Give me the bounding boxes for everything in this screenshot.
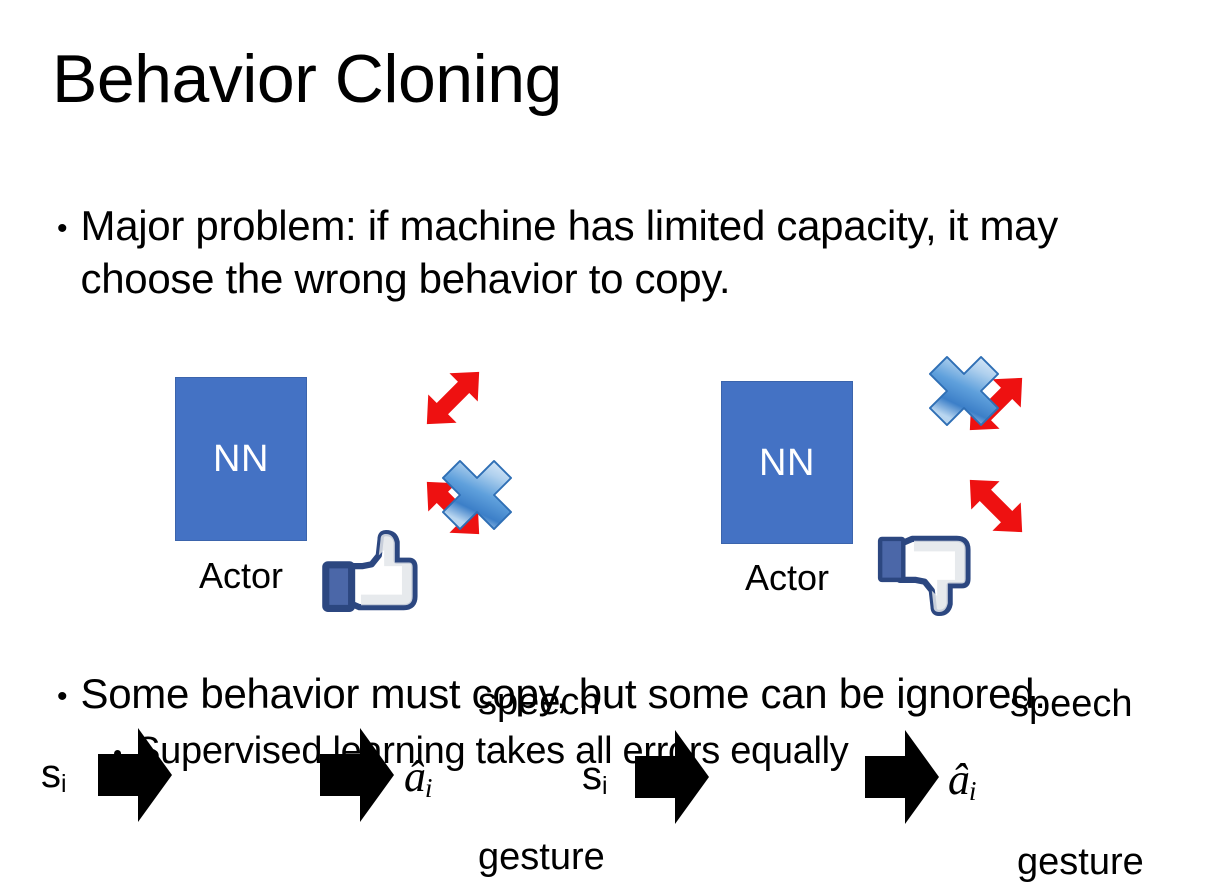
output-arrow-left-icon xyxy=(320,726,396,829)
nn-box-right: NN xyxy=(721,381,853,544)
input-arrow-left-icon xyxy=(98,726,174,829)
action-symbol: a xyxy=(404,752,426,801)
output-label-gesture-right: gesture xyxy=(1017,841,1144,883)
action-symbol: a xyxy=(948,755,970,804)
bullet-marker-icon: • xyxy=(113,738,123,768)
output-arrow-right-icon xyxy=(865,728,941,831)
bullet-marker-icon: • xyxy=(57,212,68,245)
action-label-right: âi xyxy=(948,755,978,805)
bullet-text: Some behavior must copy, but some can be… xyxy=(80,670,1046,717)
speech-arrow-left-icon xyxy=(408,352,498,449)
output-label-speech-right: speech xyxy=(1010,683,1133,725)
state-subscript: i xyxy=(61,771,67,799)
actor-caption-right: Actor xyxy=(744,557,830,598)
bullet-supervised-learning: • Supervised learning takes all errors e… xyxy=(113,728,1173,776)
input-arrow-right-icon xyxy=(635,728,711,831)
nn-box-left: NN xyxy=(175,377,307,541)
state-label-right: si xyxy=(582,754,608,799)
thumbs-down-icon xyxy=(873,526,971,621)
bullet-text: Major problem: if machine has limited ca… xyxy=(80,202,1059,302)
bullet-major-problem: • Major problem: if machine has limited … xyxy=(57,200,1157,306)
output-label-gesture-left: gesture xyxy=(478,836,605,878)
state-symbol: s xyxy=(41,752,61,796)
nn-box-label: NN xyxy=(759,441,815,484)
action-label-left: âi xyxy=(404,752,434,802)
diagram-left-good-case: si NN Actor âi xyxy=(20,330,640,876)
output-label-speech-left: speech xyxy=(478,681,601,723)
action-subscript: i xyxy=(424,773,433,803)
page-title: Behavior Cloning xyxy=(52,41,562,117)
cross-out-speech-icon xyxy=(921,348,1007,439)
nn-box-label: NN xyxy=(213,438,269,480)
bullet-text: Supervised learning takes all errors equ… xyxy=(135,730,849,772)
gesture-arrow-right-icon xyxy=(951,460,1041,557)
thumbs-up-icon xyxy=(320,530,418,625)
state-label-left: si xyxy=(41,752,67,797)
action-subscript: i xyxy=(968,776,977,806)
state-symbol: s xyxy=(582,754,602,798)
diagram-right-bad-case: si NN Actor âi xyxy=(565,330,1205,881)
bullet-some-behavior: • Some behavior must copy, but some can … xyxy=(57,668,1177,721)
state-subscript: i xyxy=(602,773,608,801)
actor-caption-left: Actor xyxy=(198,555,284,596)
cross-out-gesture-icon xyxy=(434,452,520,543)
bullet-marker-icon: • xyxy=(57,680,68,713)
